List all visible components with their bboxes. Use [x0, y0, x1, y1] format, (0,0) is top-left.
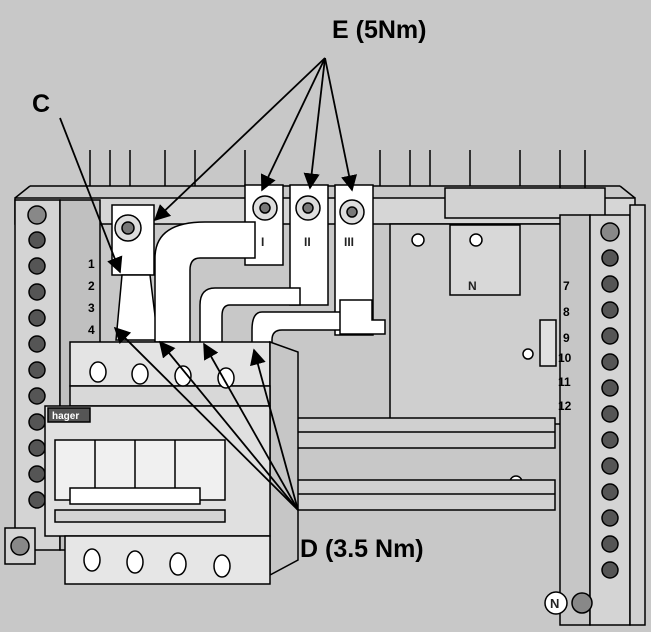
terminal-number-4: 4 — [88, 323, 95, 337]
arrow-d-1 — [113, 326, 299, 511]
phase-mark-1: I — [261, 235, 264, 249]
arrow-e-1 — [153, 57, 326, 222]
arrow-d-2 — [158, 340, 299, 511]
terminal-number-7: 7 — [563, 279, 570, 293]
callout-arrows — [59, 57, 358, 511]
label-c: C — [32, 90, 51, 118]
arrow-d-4 — [250, 348, 299, 511]
terminal-number-10: 10 — [558, 351, 572, 365]
terminal-number-12: 12 — [558, 399, 572, 413]
din-rail — [289, 417, 556, 511]
rear-plate — [389, 223, 591, 489]
busbar-connector-e2 — [289, 184, 329, 306]
arrow-c — [59, 117, 123, 274]
brand-logo-text: hager — [52, 411, 79, 422]
circuit-breaker — [44, 340, 299, 585]
terminal-block-left — [4, 199, 101, 565]
label-e-torque: E (5Nm) — [332, 16, 427, 44]
arrow-e-4 — [324, 57, 358, 192]
terminal-number-8: 8 — [563, 305, 570, 319]
phase-mark-3: III — [344, 235, 354, 249]
neutral-mark-terminal: N — [550, 596, 559, 611]
terminal-number-1: 1 — [88, 257, 95, 271]
terminal-block-right — [544, 204, 646, 626]
terminal-number-9: 9 — [563, 331, 570, 345]
label-d-torque: D (3.5 Nm) — [300, 535, 424, 563]
arrow-d-3 — [203, 342, 299, 511]
terminal-number-11: 11 — [558, 375, 571, 389]
busbars — [115, 221, 386, 353]
neutral-mark-plate: N — [468, 279, 477, 293]
arrow-e-3 — [303, 57, 326, 190]
terminal-number-2: 2 — [88, 279, 95, 293]
terminal-number-3: 3 — [88, 301, 95, 315]
arrow-e-2 — [260, 57, 326, 192]
busbar-connector-c — [111, 204, 155, 276]
phase-mark-2: II — [304, 235, 311, 249]
